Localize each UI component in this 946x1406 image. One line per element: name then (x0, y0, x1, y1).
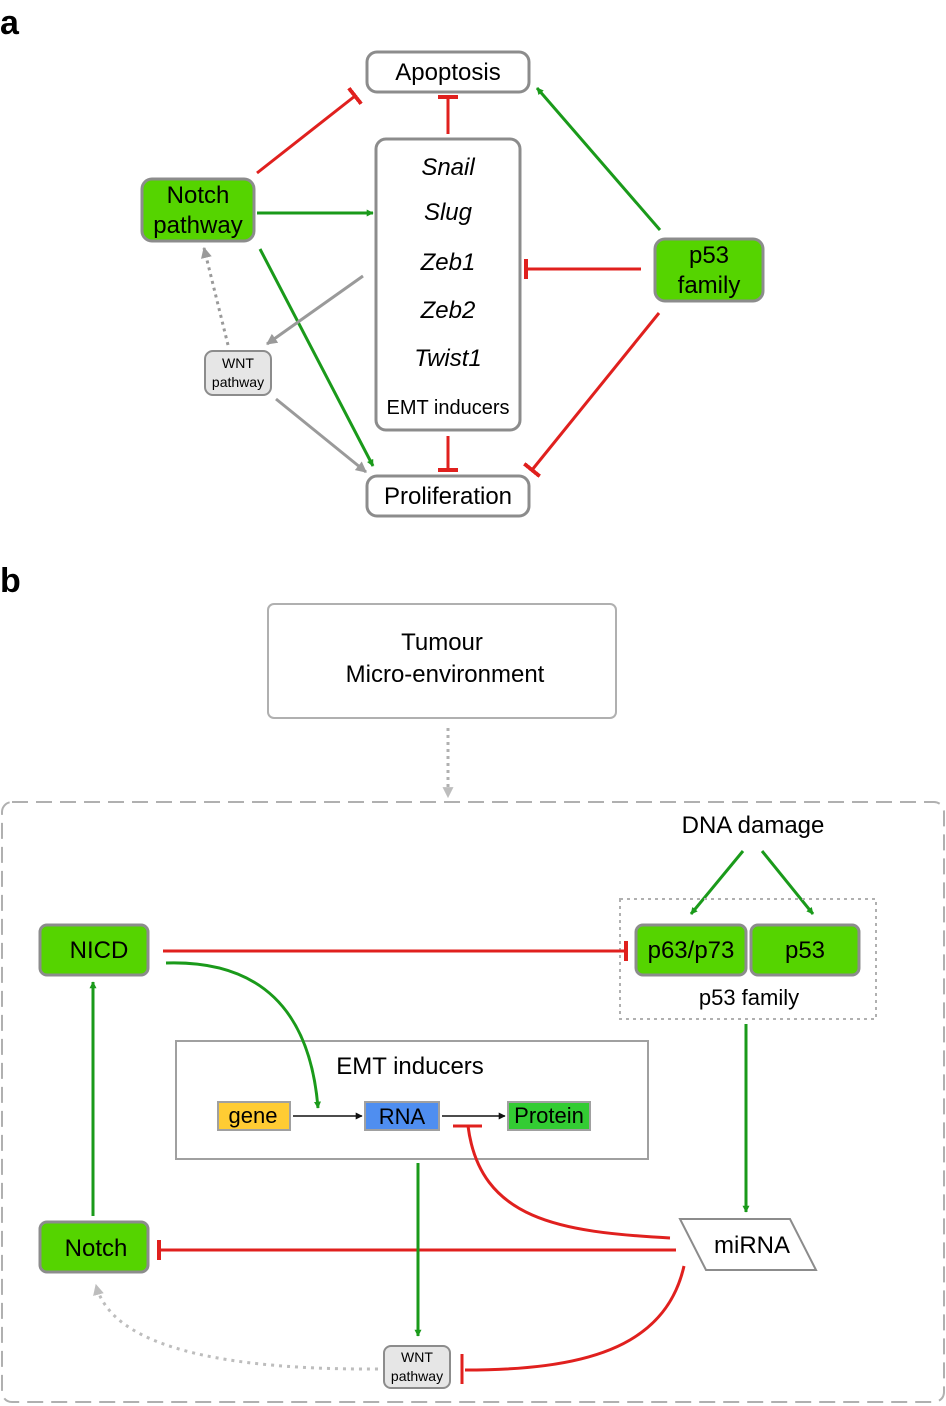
emt-inducers-title: EMT inducers (336, 1053, 484, 1080)
notch-node: Notch (38, 1220, 150, 1274)
edge-mirna-inhibits-rna (466, 1125, 671, 1240)
p53-family-node: p53 family (653, 237, 765, 303)
nicd-node: NICD (38, 923, 150, 977)
nicd-label: NICD (70, 937, 129, 964)
edge-notch-activates-proliferation (258, 248, 375, 467)
panel-b-letter: b (0, 562, 21, 600)
edge-dna-to-p53 (760, 850, 815, 915)
notch-pathway-line2: pathway (153, 212, 242, 239)
edge-mirna-inhibits-wnt (464, 1265, 686, 1372)
p53-family-label: p53 family (699, 985, 799, 1010)
emt-gene-slug: Slug (424, 199, 473, 226)
apoptosis-node: Apoptosis (365, 50, 531, 94)
edge-notch-inhibits-apoptosis (256, 86, 363, 175)
rna-node: RNA (364, 1101, 440, 1131)
protein-node: Protein (507, 1101, 591, 1131)
emt-inducers-label: EMT inducers (386, 397, 509, 419)
emt-inducers-box: EMT inducers gene RNA Protein (175, 1040, 649, 1160)
edge-nicd-activates-gene (165, 961, 321, 1109)
proliferation-label: Proliferation (384, 483, 512, 510)
p53-label: p53 (785, 937, 825, 964)
apoptosis-label: Apoptosis (395, 59, 500, 86)
p53-family-group (619, 898, 877, 1020)
cell-boundary (1, 801, 945, 1403)
edge-emt-to-wnt (266, 274, 364, 346)
wnt-pathway-a-line2: pathway (212, 374, 264, 390)
edge-p53-activates-apoptosis (535, 87, 662, 231)
wnt-pathway-b-line1: WNT (401, 1349, 433, 1365)
p53-family-line2: family (678, 272, 741, 299)
p63p73-label: p63/p73 (648, 937, 735, 964)
tumour-line2: Micro-environment (346, 661, 545, 688)
notch-pathway-node: Notch pathway (140, 177, 256, 243)
proliferation-node: Proliferation (365, 474, 531, 518)
dna-damage-label: DNA damage (682, 812, 825, 839)
wnt-pathway-a-line1: WNT (222, 355, 254, 371)
protein-label: Protein (514, 1103, 584, 1128)
mirna-label: miRNA (714, 1232, 790, 1259)
wnt-pathway-b-line2: pathway (391, 1368, 443, 1384)
p53-node: p53 (749, 923, 861, 977)
emt-gene-snail: Snail (421, 154, 475, 181)
emt-gene-zeb2: Zeb2 (420, 297, 476, 324)
notch-label: Notch (65, 1235, 128, 1262)
p53-family-line1: p53 (689, 242, 729, 269)
wnt-pathway-node-b: WNT pathway (383, 1345, 451, 1389)
emt-gene-twist1: Twist1 (414, 345, 482, 372)
p63p73-node: p63/p73 (634, 923, 748, 977)
rna-label: RNA (379, 1104, 426, 1129)
edge-p53-inhibits-proliferation (522, 312, 661, 478)
emt-gene-zeb1: Zeb1 (420, 249, 476, 276)
notch-pathway-line1: Notch (167, 182, 230, 209)
tumour-line1: Tumour (401, 629, 483, 656)
edge-wnt-to-proliferation (275, 397, 367, 474)
emt-inducers-node: Snail Slug Zeb1 Zeb2 Twist1 EMT inducers (374, 137, 522, 432)
panel-a-letter: a (0, 4, 20, 42)
mirna-node: miRNA (678, 1218, 818, 1271)
edge-dna-to-p63p73 (689, 850, 745, 915)
edge-wnt-to-notch-dotted (93, 1283, 379, 1371)
tumour-microenvironment-node: Tumour Micro-environment (267, 603, 617, 719)
gene-label: gene (229, 1103, 278, 1128)
wnt-pathway-node-a: WNT pathway (204, 350, 272, 396)
edge-wnt-to-notch-dotted (201, 246, 230, 346)
gene-node: gene (217, 1101, 291, 1131)
